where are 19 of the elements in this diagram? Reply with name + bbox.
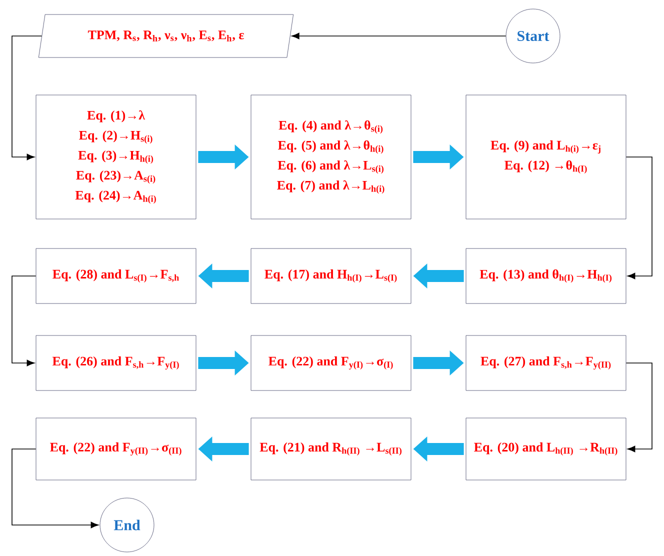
connector-arrow [626,156,652,280]
process-box: Eq. (27) and F$_{s,h}$→F$_{y(II)}$ [466,335,626,391]
connector-arrow [292,32,506,40]
connector-arrow [12,276,36,366]
process-box: Eq. (22) and F$_{y(II)}$→σ$_{(II)}$ [36,418,196,480]
connector-arrow [626,362,652,452]
connector-arrow [12,448,99,528]
process-box: Eq. (22) and F$_{y(I)}$→σ$_{(I)}$ [250,335,412,391]
process-box: Eq. (13) and θ$_{h(I)}$→H$_{h(I)}$ [466,248,626,304]
process-box: Eq. (26) and F$_{s,h}$→F$_{y(I)}$ [36,335,196,391]
process-box: Eq. (1)→λ Eq. (2)→H$_{s(i)}$ Eq. (3)→H$_{h(i)}$ Eq. (23)→A$_{s(i)}$ Eq. (24)→A$_{h(i)}$ [36,94,196,220]
process-box: Eq. (20) and L$_{h(II)}$ →R$_{h(II)}$ [466,418,626,480]
process-box: Eq. (9) and L$_{h(i)}$→ε$_{j}$ Eq. (12) →θ$_{h(I)}$ [466,94,626,220]
process-box: Eq. (17) and H$_{h(I)}$→L$_{s(I)}$ [250,248,412,304]
input-parallelogram: TPM, R$_{s}$, R$_{h}$, ν$_{s}$, ν$_{h}$, E$_{s}$, E$_{h}$, ε [38,14,294,58]
process-box: Eq. (28) and L$_{s(I)}$→F$_{s,h}$ [36,248,196,304]
connector-arrow [12,36,42,160]
process-box: Eq. (4) and λ→θ$_{s(i)}$ Eq. (5) and λ→θ$_{h(i)}$ Eq. (6) and λ→L$_{s(i)}$ Eq. (7) and λ→L$_{h(i)}$ [250,94,412,220]
process-box: Eq. (21) and R$_{h(II)}$ →L$_{s(II)}$ [250,418,412,480]
